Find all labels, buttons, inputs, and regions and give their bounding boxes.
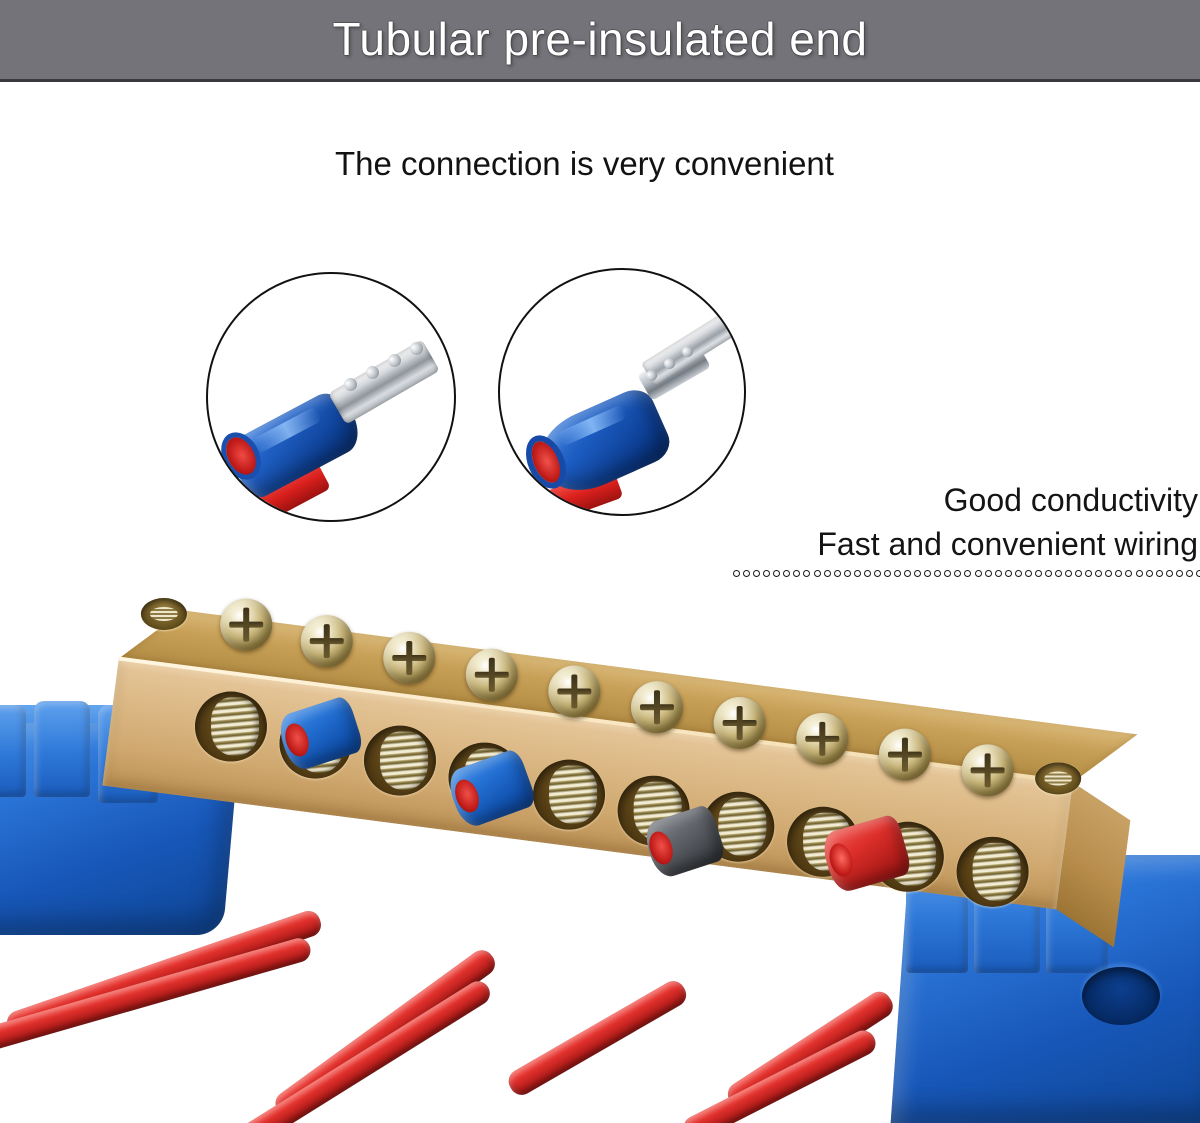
rule-dot (1075, 569, 1083, 577)
rule-dot (964, 569, 972, 577)
wire-entry-hole (194, 691, 267, 762)
rule-dot (763, 569, 771, 577)
terminal-screw (465, 648, 518, 701)
rule-dot (1105, 569, 1113, 577)
mounting-hole (1082, 967, 1160, 1025)
screw-thread (718, 797, 767, 856)
rule-dot (944, 569, 952, 577)
rule-dot (843, 569, 851, 577)
rule-dot (974, 569, 982, 577)
ferrule-illustration-2 (500, 270, 744, 514)
wire-entry-hole (956, 836, 1029, 907)
rule-dot (1085, 569, 1093, 577)
tagline-line-2: Fast and convenient wiring (817, 526, 1198, 562)
rule-dot (773, 569, 781, 577)
terminal-screw (300, 615, 353, 668)
rule-dot (743, 569, 751, 577)
ferrule-closeup-2-circle (498, 268, 746, 516)
screw-thread (379, 731, 428, 790)
red-wire (679, 1026, 880, 1123)
rule-dot (1175, 569, 1183, 577)
rule-dot (863, 569, 871, 577)
red-wire (0, 935, 314, 1057)
rule-dot (1065, 569, 1073, 577)
wire-entry-hole (363, 725, 436, 796)
rule-dot (984, 569, 992, 577)
rule-dot (1185, 569, 1193, 577)
rule-dot (1055, 569, 1062, 577)
rule-dot (1135, 569, 1143, 577)
rule-dot (1034, 569, 1042, 577)
red-wire (234, 976, 495, 1123)
terminal-screw (548, 665, 601, 718)
rule-dot (904, 569, 912, 577)
rule-dot (783, 569, 791, 577)
rule-dot (1155, 569, 1163, 577)
rule-dot (803, 569, 811, 577)
rule-dot (954, 569, 962, 577)
tagline-block: Good conductivity Fast and convenient wi… (817, 478, 1198, 566)
ferrule-closeup-1-circle (206, 272, 456, 522)
rule-dot (833, 569, 841, 577)
rule-dot (873, 569, 881, 577)
terminal-screw (630, 681, 683, 734)
rule-dot (924, 569, 932, 577)
rule-dot (883, 569, 891, 577)
wire-entry-hole (533, 759, 606, 830)
header-banner: Tubular pre-insulated end (0, 0, 1200, 82)
rule-dot (1115, 569, 1123, 577)
rule-dot (914, 569, 922, 577)
rule-dot (994, 569, 1002, 577)
rule-dot (1044, 569, 1052, 577)
rule-dot (1195, 569, 1200, 577)
terminal-screw (383, 631, 436, 684)
rule-dot (753, 569, 761, 577)
rule-dot (733, 569, 740, 577)
page-title: Tubular pre-insulated end (332, 13, 868, 65)
terminal-screw (796, 712, 849, 765)
brass-bus-bar (97, 597, 1138, 949)
red-wire (504, 976, 691, 1100)
rule-dot (1145, 569, 1153, 577)
rule-dot (1165, 569, 1173, 577)
rule-dot (1024, 569, 1032, 577)
ferrule-illustration-1 (208, 274, 454, 520)
screw-thread (210, 697, 259, 756)
mounting-hole (1035, 762, 1082, 795)
rule-dot (813, 569, 821, 577)
screw-thread (972, 842, 1021, 901)
tagline-line-1: Good conductivity (943, 482, 1198, 518)
screw-thread (549, 765, 598, 824)
rule-dot (1125, 569, 1133, 577)
terminal-screw (220, 598, 273, 651)
rule-dot (853, 569, 861, 577)
rule-dot (1014, 569, 1022, 577)
rule-dot (1004, 569, 1012, 577)
base-rib (34, 701, 90, 797)
terminal-screw (878, 728, 931, 781)
subtitle-text: The connection is very convenient (335, 145, 834, 182)
dotted-divider-rule (733, 566, 1200, 580)
rule-dot (894, 569, 901, 577)
rule-dot (1095, 569, 1103, 577)
terminal-screw (961, 744, 1014, 797)
mounting-hole (140, 597, 187, 630)
product-photo (0, 555, 1200, 1123)
rule-dot (823, 569, 831, 577)
rule-dot (934, 569, 942, 577)
terminal-screw (713, 697, 766, 750)
base-rib (0, 705, 26, 797)
rule-dot (793, 569, 801, 577)
